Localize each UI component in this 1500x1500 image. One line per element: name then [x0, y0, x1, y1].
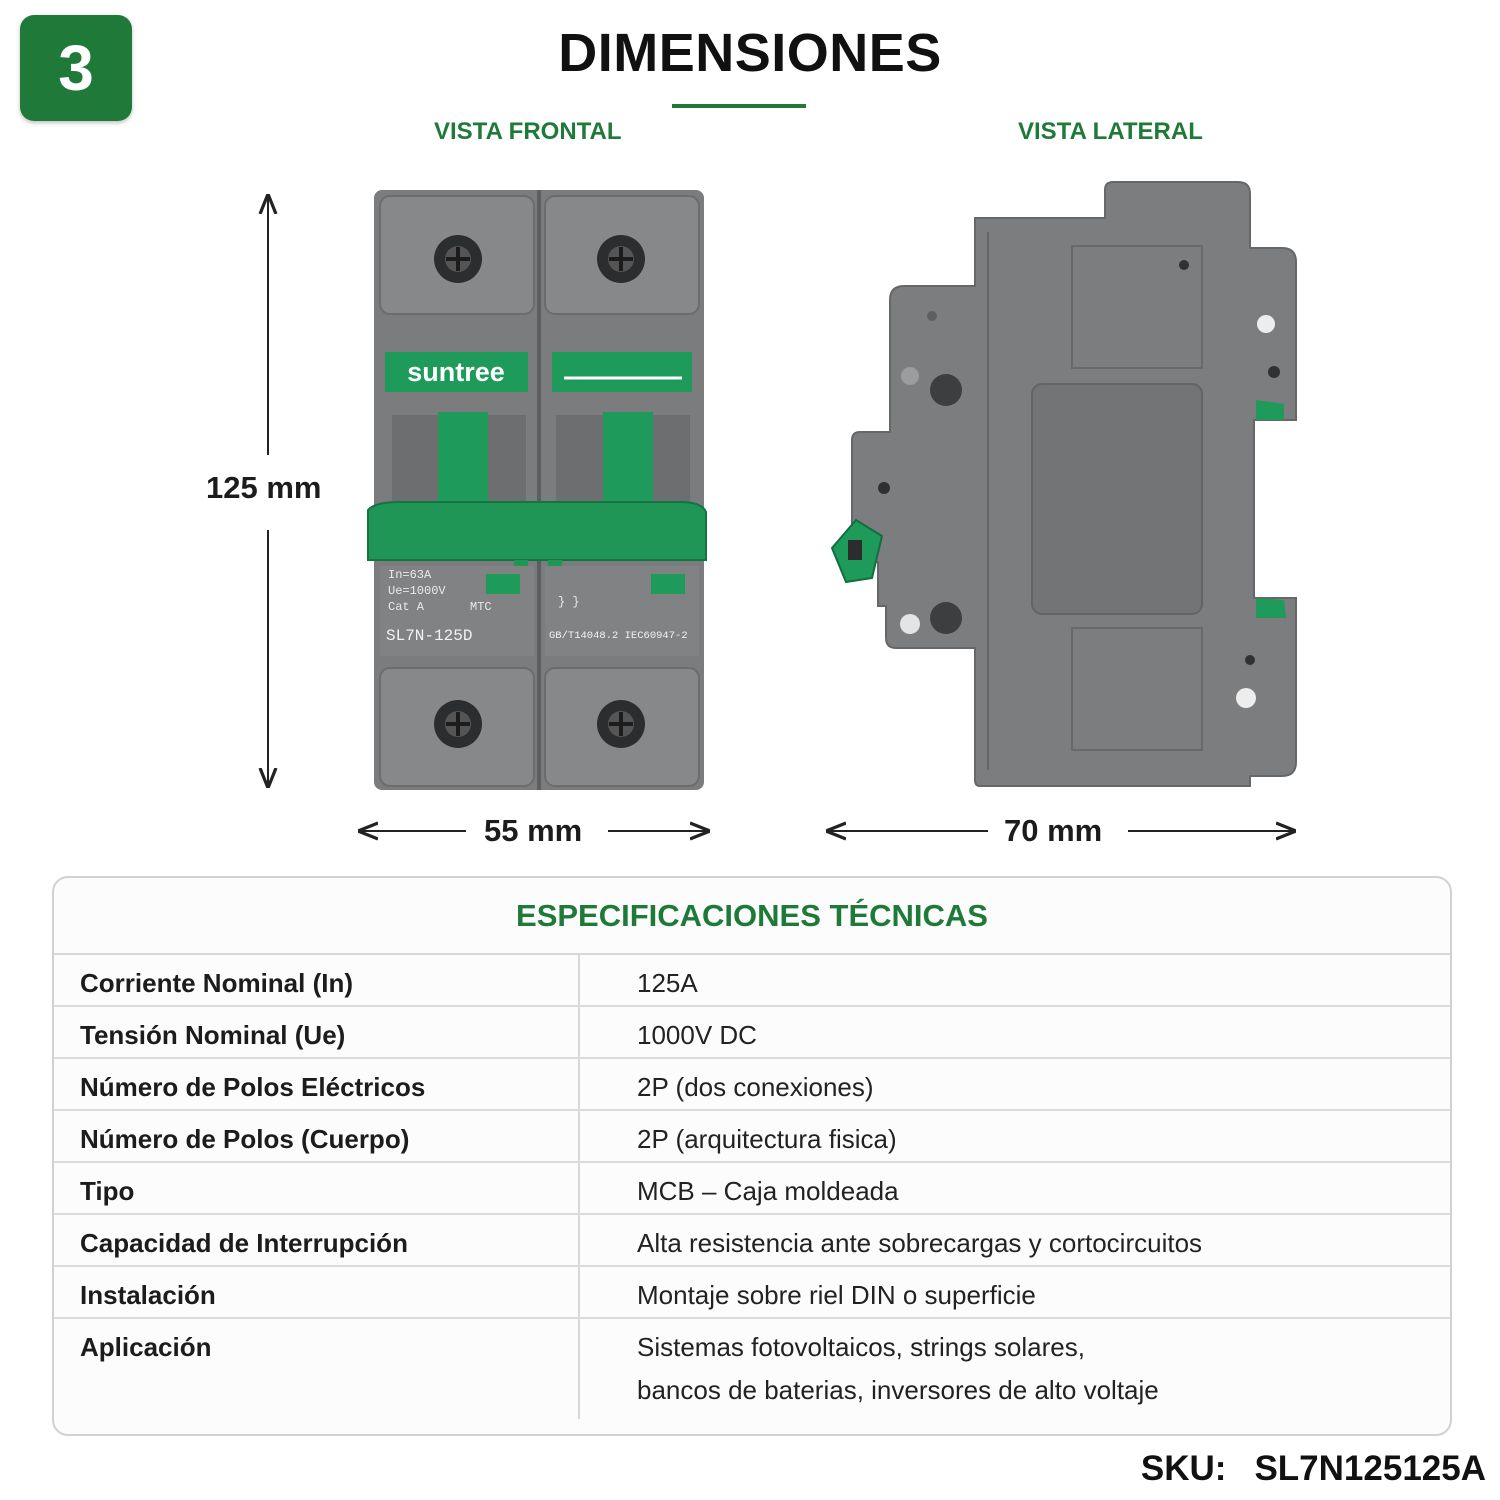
depth-dimension-label: 70 mm	[1004, 813, 1103, 848]
terminal-screw-icon	[434, 235, 482, 283]
width-dimension-label: 55 mm	[484, 813, 583, 848]
specifications-title: ESPECIFICACIONES TÉCNICAS	[54, 878, 1450, 955]
front-view-label: VISTA FRONTAL	[434, 118, 622, 145]
svg-text:Ue=1000V: Ue=1000V	[388, 584, 446, 598]
breaker-front-view: suntree In=63A Ue=1000V Cat A MTC } } SL…	[367, 190, 707, 790]
table-row: Corriente Nominal (In) 125A	[54, 955, 1450, 1007]
table-row: Capacidad de Interrupción Alta resistenc…	[54, 1215, 1450, 1267]
spec-label: Tipo	[54, 1163, 580, 1213]
svg-text:} }: } }	[558, 595, 580, 609]
sku-code: SL7N125125A	[1254, 1449, 1486, 1488]
step-number-badge: 3	[20, 15, 132, 121]
spec-label: Número de Polos Eléctricos	[54, 1059, 580, 1109]
table-row: Tipo MCB – Caja moldeada	[54, 1163, 1450, 1215]
spec-label: Capacidad de Interrupción	[54, 1215, 580, 1265]
table-row: Número de Polos Eléctricos 2P (dos conex…	[54, 1059, 1450, 1111]
spec-label: Aplicación	[54, 1319, 580, 1419]
spec-label: Corriente Nominal (In)	[54, 955, 580, 1005]
spec-label: Instalación	[54, 1267, 580, 1317]
breaker-side-view	[830, 181, 1297, 787]
svg-text:In=63A: In=63A	[388, 568, 432, 582]
table-row: Número de Polos (Cuerpo) 2P (arquitectur…	[54, 1111, 1450, 1163]
svg-text:Cat A: Cat A	[388, 600, 425, 614]
terminal-screw-icon	[597, 235, 645, 283]
svg-text:MTC: MTC	[470, 600, 492, 614]
table-row: Instalación Montaje sobre riel DIN o sup…	[54, 1267, 1450, 1319]
spec-value: 2P (arquitectura fisica)	[637, 1124, 897, 1154]
model-label: SL7N-125D	[386, 627, 472, 645]
title-underline	[672, 104, 806, 108]
spec-value-line: bancos de baterias, inversores de alto v…	[637, 1375, 1159, 1405]
table-row: Tensión Nominal (Ue) 1000V DC	[54, 1007, 1450, 1059]
table-row: Aplicación Sistemas fotovoltaicos, strin…	[54, 1319, 1450, 1419]
spec-label: Número de Polos (Cuerpo)	[54, 1111, 580, 1161]
terminal-screw-icon	[434, 700, 482, 748]
spec-value: 1000V DC	[637, 1020, 757, 1050]
spec-value-line: Sistemas fotovoltaicos, strings solares,	[637, 1332, 1085, 1362]
spec-value: Sistemas fotovoltaicos, strings solares,…	[580, 1319, 1159, 1419]
brand-label: suntree	[407, 357, 505, 387]
sku-label: SKU:	[1140, 1449, 1227, 1488]
spec-value: Alta resistencia ante sobrecargas y cort…	[637, 1228, 1203, 1258]
spec-value: MCB – Caja moldeada	[637, 1176, 899, 1206]
spec-value: 125A	[637, 968, 698, 998]
breaker-drawings: suntree In=63A Ue=1000V Cat A MTC } } SL…	[0, 181, 1297, 870]
specifications-table: ESPECIFICACIONES TÉCNICAS Corriente Nomi…	[52, 876, 1452, 1436]
spec-value: 2P (dos conexiones)	[637, 1072, 874, 1102]
standards-label: GB/T14048.2 IEC60947-2	[549, 630, 688, 642]
terminal-screw-icon	[597, 700, 645, 748]
height-dimension-label: 125 mm	[206, 470, 322, 506]
side-view-label: VISTA LATERAL	[1018, 118, 1203, 145]
spec-value: Montaje sobre riel DIN o superficie	[637, 1280, 1036, 1310]
sku-line: SKU: SL7N125125A	[1141, 1449, 1486, 1489]
spec-label: Tensión Nominal (Ue)	[54, 1007, 580, 1057]
page-title: DIMENSIONES	[558, 23, 942, 83]
